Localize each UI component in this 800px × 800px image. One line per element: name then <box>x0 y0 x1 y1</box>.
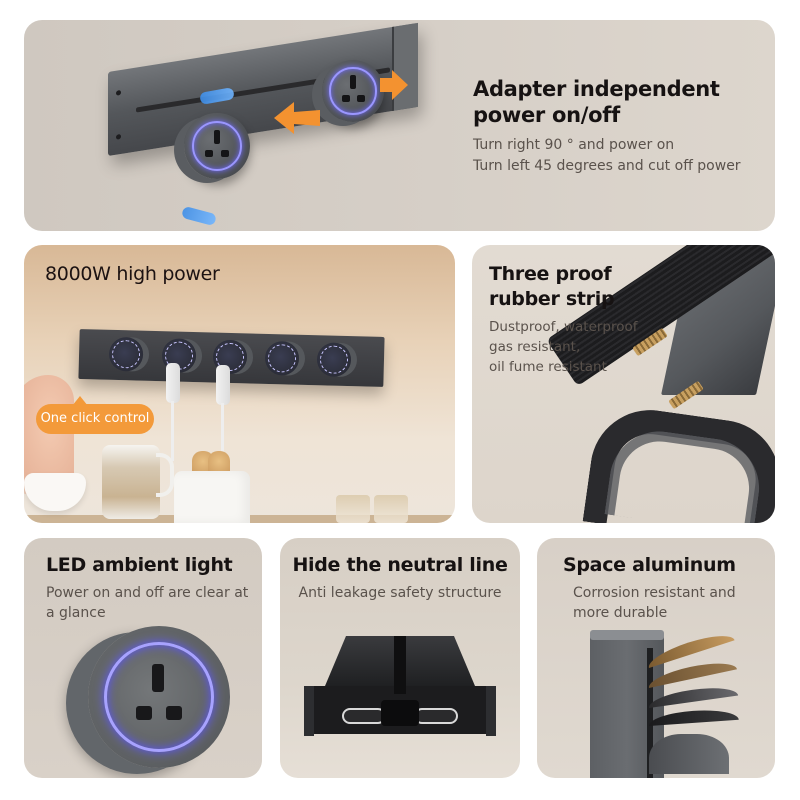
plug <box>166 363 180 403</box>
profile-groove <box>394 636 406 694</box>
slide-left-arrow-icon <box>274 102 320 134</box>
description-line: oil fume resistant <box>489 359 607 375</box>
panel-adapter-power: Adapter independent power on/off Turn ri… <box>24 20 775 231</box>
slide-right-arrow-icon <box>380 70 408 100</box>
badge-label: One click control <box>36 404 154 434</box>
panel-led-light: LED ambient light Power on and off are c… <box>24 538 262 778</box>
socket-pin <box>342 95 350 102</box>
panel-description: Anti leakage safety structure <box>298 585 502 601</box>
socket-pin <box>350 75 356 89</box>
adapter-socket-right <box>322 60 384 122</box>
kettle-handle <box>156 453 174 497</box>
panel-description: Power on and off are clear at a glance <box>46 585 249 621</box>
panel-description: Corrosion resistant and more durable <box>573 585 736 621</box>
toaster-image <box>174 471 250 523</box>
cable <box>171 401 174 461</box>
socket-pin <box>136 706 152 720</box>
panel-rubber-strip: Three proof rubber strip Dustproof, wate… <box>472 245 775 523</box>
rail-socket <box>264 340 300 376</box>
rail-socket <box>108 336 144 372</box>
socket-pin <box>357 95 365 102</box>
socket-pin <box>214 130 220 144</box>
description-line: Dustproof, waterproof <box>489 319 638 335</box>
panel-title: 8000W high power <box>45 263 220 285</box>
led-socket-image <box>88 626 230 768</box>
conductor-channel <box>342 708 386 724</box>
screw-icon <box>116 89 121 96</box>
cable <box>221 403 224 459</box>
socket-pin <box>205 150 213 157</box>
socket-pin <box>152 664 164 692</box>
coating-layer <box>649 734 729 774</box>
hidden-neutral-core <box>381 700 419 726</box>
bread-image <box>208 451 230 477</box>
panel-title: Adapter independent power on/off <box>473 77 720 127</box>
panel-title: LED ambient light <box>46 554 233 576</box>
rotate-arrow-icon <box>181 205 217 227</box>
adapter-socket-left <box>184 113 250 179</box>
aluminum-block-top <box>590 630 664 640</box>
panel-title: Hide the neutral line <box>292 554 508 576</box>
kitchen-track-rail <box>78 329 385 387</box>
panel-description: Turn right 90 ° and power on Turn left 4… <box>473 135 763 177</box>
one-click-control-badge: One click control <box>36 396 154 434</box>
description-line: gas resistant, <box>489 339 581 355</box>
led-ring <box>191 120 243 172</box>
led-ring <box>329 67 377 115</box>
screw-icon <box>116 133 121 140</box>
profile-leg <box>486 686 496 736</box>
panel-description: Dustproof, waterproof gas resistant, oil… <box>489 317 659 377</box>
bubble-tail <box>72 396 88 406</box>
panel-neutral-line: Hide the neutral line Anti leakage safet… <box>280 538 520 778</box>
description-line: Turn left 45 degrees and cut off power <box>473 158 741 174</box>
jar-image <box>374 495 408 523</box>
socket-pin <box>166 706 182 720</box>
aluminum-slit <box>647 648 653 778</box>
panel-title: Space aluminum <box>563 554 736 576</box>
conductor-channel <box>414 708 458 724</box>
plug <box>216 365 230 405</box>
bowl-image <box>24 473 86 511</box>
description-line: Turn right 90 ° and power on <box>473 137 675 153</box>
profile-leg <box>304 686 314 736</box>
led-ring <box>104 642 214 752</box>
rail-socket <box>316 342 352 378</box>
socket-pin <box>221 150 229 157</box>
kettle-image <box>102 445 160 519</box>
jar-image <box>336 495 370 523</box>
panel-high-power: 8000W high power <box>24 245 455 523</box>
panel-space-aluminum: Space aluminum Corrosion resistant and m… <box>537 538 775 778</box>
panel-title: Three proof rubber strip <box>489 263 615 310</box>
